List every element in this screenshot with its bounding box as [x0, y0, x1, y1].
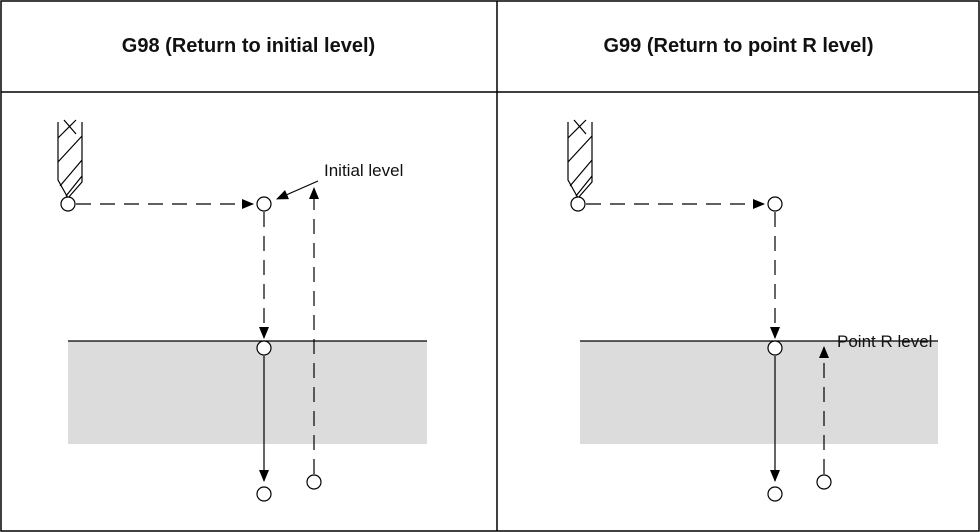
panel-g98: Initial level — [57, 119, 427, 502]
initial-level-label: Initial level — [324, 161, 403, 180]
workpiece-block — [68, 341, 427, 444]
point-z — [767, 486, 783, 502]
drill-bit-icon — [567, 119, 593, 200]
annotation-leader — [276, 180, 319, 200]
point-r-level-label: Point R level — [837, 332, 932, 351]
initial-level-point — [767, 196, 783, 212]
workpiece-block — [580, 341, 938, 444]
initial-level-point — [256, 196, 272, 212]
point-r — [767, 340, 783, 356]
panel-g99: Point R level — [567, 119, 938, 502]
point-z — [256, 486, 272, 502]
point-r — [256, 340, 272, 356]
return-start-point — [306, 474, 322, 490]
start-point — [60, 196, 76, 212]
start-point — [570, 196, 586, 212]
header-g98: G98 (Return to initial level) — [121, 34, 376, 57]
return-start-point — [816, 474, 832, 490]
drill-bit-icon — [57, 119, 83, 200]
header-g99: G99 (Return to point R level) — [603, 34, 874, 57]
